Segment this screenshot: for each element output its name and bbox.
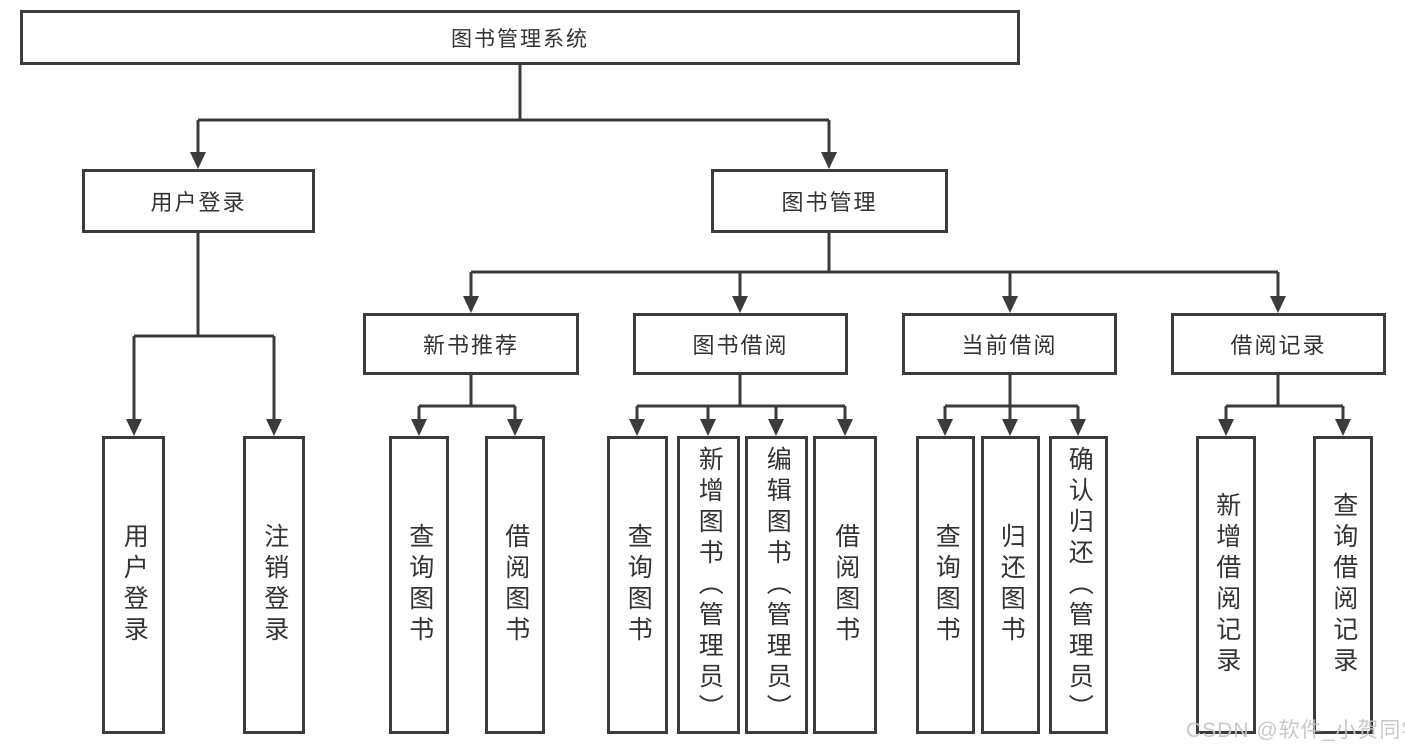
arrowhead: [411, 419, 427, 436]
arrowhead: [937, 419, 953, 436]
node-label: 新增图书（管理员）: [695, 445, 724, 725]
watermark: CSDN @软件_小贺同学: [1186, 719, 1405, 742]
connector-root-to-level2: [196, 65, 831, 153]
node-label: 新增借阅记录: [1212, 492, 1241, 678]
node-new-book-recommend: 新书推荐: [363, 313, 579, 375]
leaf-borrow-borrow-books: 借阅图书: [813, 436, 877, 734]
arrowhead: [1335, 419, 1351, 436]
arrowhead: [768, 419, 784, 436]
node-label: 借阅记录: [1230, 333, 1327, 358]
node-label: 查询图书: [932, 523, 961, 647]
node-label: 用户登录: [120, 523, 149, 647]
leaf-borrow-query-books: 查询图书: [607, 436, 668, 734]
leaf-records-query-record: 查询借阅记录: [1313, 436, 1373, 734]
node-book-borrow: 图书借阅: [633, 313, 848, 375]
node-label: 编辑图书（管理员）: [763, 445, 792, 725]
node-library-system: 图书管理系统: [20, 10, 1020, 65]
arrowhead: [1002, 296, 1018, 313]
arrowhead: [266, 419, 282, 436]
leaf-current-query-books: 查询图书: [916, 436, 975, 734]
arrowhead: [700, 419, 716, 436]
node-label: 借阅图书: [501, 523, 530, 647]
node-label: 借阅图书: [831, 523, 860, 647]
leaf-user-login: 用户登录: [102, 436, 165, 734]
leaf-current-return-books: 归还图书: [981, 436, 1040, 734]
leaf-newrec-borrow-books: 借阅图书: [485, 436, 545, 734]
connector-newbook-to-leaves: [417, 375, 517, 420]
leaf-current-confirm-return-admin: 确认归还（管理员）: [1049, 436, 1108, 734]
node-label: 查询图书: [405, 523, 434, 647]
arrowhead: [1070, 419, 1086, 436]
node-label: 注销登录: [260, 523, 289, 647]
arrowhead: [732, 296, 748, 313]
leaf-logout: 注销登录: [243, 436, 305, 734]
arrowhead: [629, 419, 645, 436]
node-current-borrow: 当前借阅: [902, 313, 1117, 375]
arrowhead: [190, 152, 206, 169]
connector-records-to-leaves: [1224, 375, 1345, 420]
connector-bookborrow-to-leaves: [635, 375, 847, 420]
arrowhead: [463, 296, 479, 313]
node-label: 查询图书: [624, 523, 653, 647]
arrowhead: [1218, 419, 1234, 436]
arrowhead: [837, 419, 853, 436]
node-label: 新书推荐: [422, 333, 519, 358]
node-book-management: 图书管理: [711, 169, 948, 233]
connector-currentborrow-to-leaves: [943, 375, 1080, 420]
node-user-login: 用户登录: [82, 169, 315, 233]
connector-userlogin-to-leaves: [132, 233, 276, 420]
arrowhead: [821, 152, 837, 169]
leaf-records-add-record: 新增借阅记录: [1196, 436, 1256, 734]
arrowhead: [1002, 419, 1018, 436]
node-label: 归还图书: [997, 523, 1026, 647]
node-label: 图书管理: [781, 190, 878, 215]
node-label: 查询借阅记录: [1329, 492, 1358, 678]
node-label: 用户登录: [150, 190, 247, 215]
arrowhead: [126, 419, 142, 436]
node-label: 图书管理系统: [451, 27, 589, 51]
node-label: 图书借阅: [692, 333, 789, 358]
leaf-newrec-query-books: 查询图书: [389, 436, 449, 734]
arrowhead: [507, 419, 523, 436]
node-label: 确认归还（管理员）: [1065, 445, 1094, 725]
leaf-borrow-edit-books-admin: 编辑图书（管理员）: [745, 436, 808, 734]
leaf-borrow-add-books-admin: 新增图书（管理员）: [677, 436, 740, 734]
node-borrow-records: 借阅记录: [1171, 313, 1386, 375]
node-label: 当前借阅: [961, 333, 1058, 358]
arrowhead: [1270, 296, 1286, 313]
connector-bookmgmt-to-level3: [469, 233, 1280, 297]
